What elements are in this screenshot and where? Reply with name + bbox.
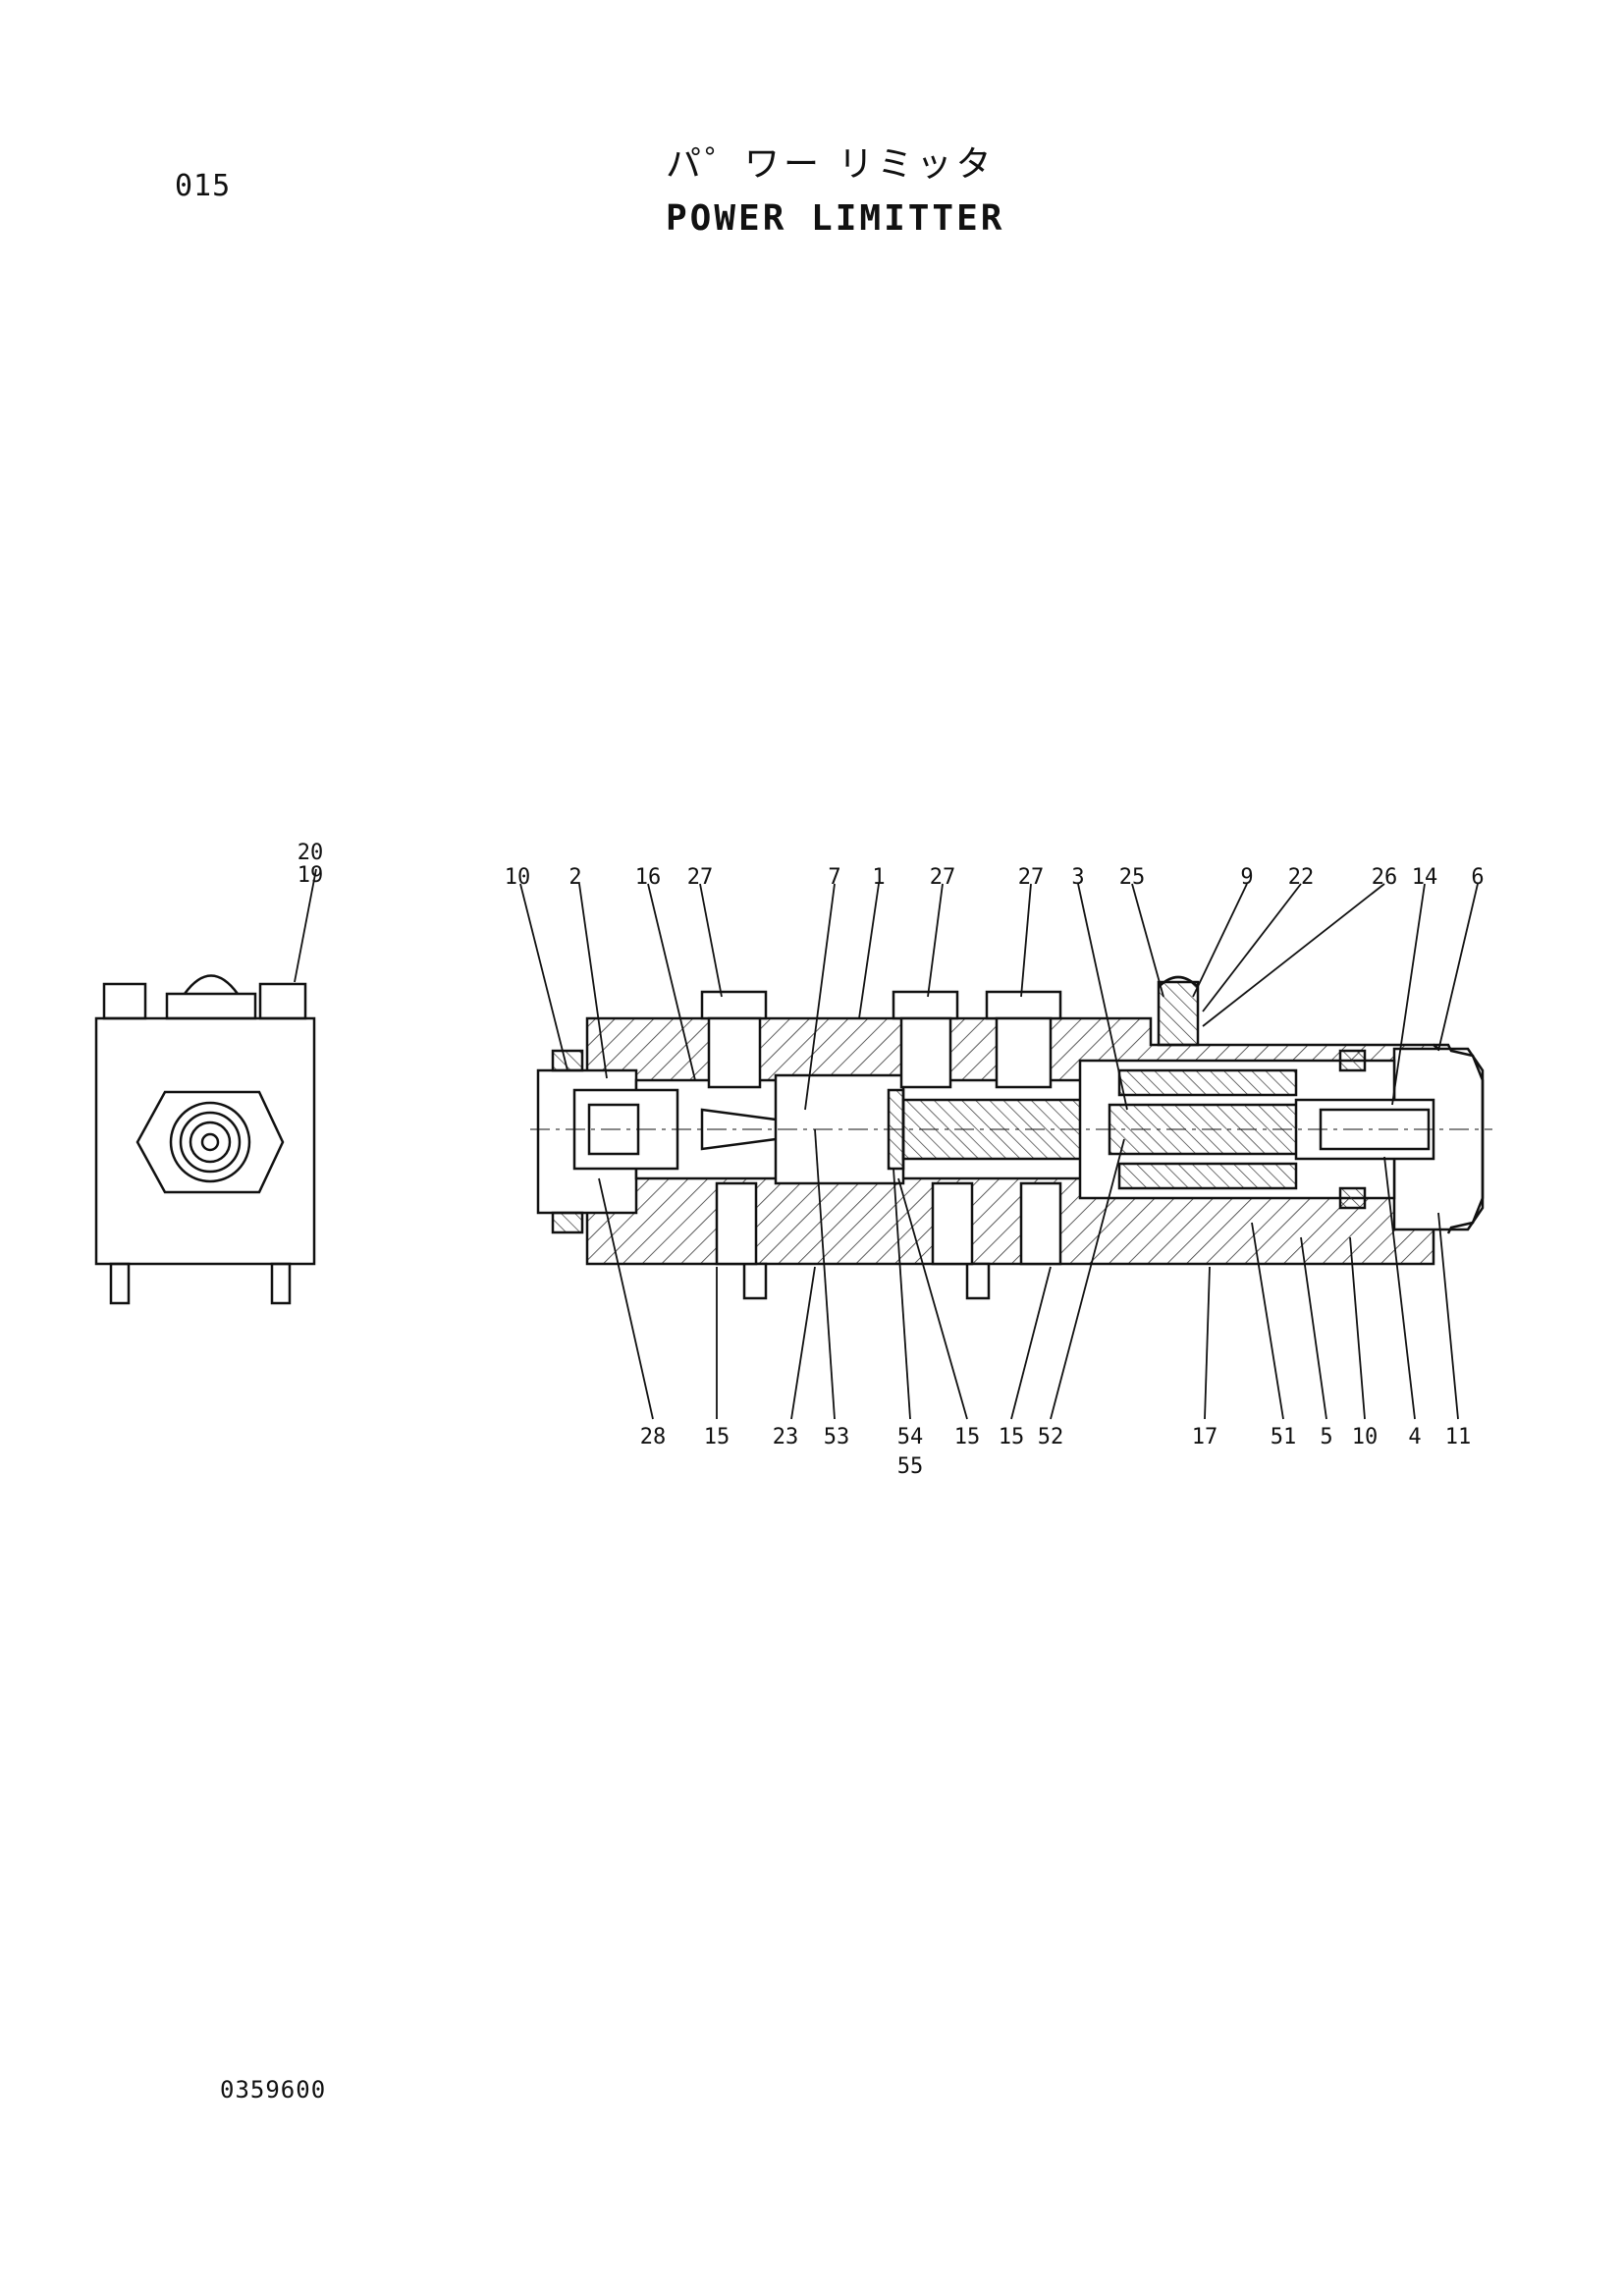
callout-10-top: 10 xyxy=(505,865,531,890)
side-view-pin-left xyxy=(109,1262,131,1305)
leader-lines xyxy=(294,868,1479,1420)
plug-25 xyxy=(1157,980,1200,1047)
side-view-dome xyxy=(183,974,240,995)
callout-52: 52 xyxy=(1038,1425,1064,1449)
plug-center xyxy=(200,1132,220,1152)
callout-25: 25 xyxy=(1119,865,1146,890)
page-title: POWER LIMITTER xyxy=(666,198,1005,239)
cylinder-top xyxy=(1117,1068,1298,1097)
end-cap-outer xyxy=(1434,1043,1485,1234)
callout-23: 23 xyxy=(773,1425,799,1449)
callout-54: 54 xyxy=(897,1425,924,1449)
hex-nut xyxy=(135,1090,285,1194)
retainer-top xyxy=(1338,1049,1367,1072)
callout-27-b: 27 xyxy=(930,865,956,890)
side-view-port-right xyxy=(258,982,307,1020)
cylinder-bottom xyxy=(1117,1162,1298,1190)
plug-outer xyxy=(169,1101,251,1183)
callout-6: 6 xyxy=(1471,865,1484,890)
port-27-c xyxy=(985,990,1062,1020)
left-nut-bottom xyxy=(551,1211,584,1234)
side-view xyxy=(94,974,316,1305)
callout-27-a: 27 xyxy=(687,865,714,890)
callout-15-a: 15 xyxy=(704,1425,730,1449)
callout-labels: 20 19 10 2 16 27 7 1 27 27 3 25 9 22 26 … xyxy=(298,841,1485,1479)
bottom-pin-right xyxy=(965,1262,991,1300)
callout-14: 14 xyxy=(1412,865,1438,890)
callout-15-b: 15 xyxy=(954,1425,981,1449)
callout-2: 2 xyxy=(568,865,581,890)
end-cap xyxy=(1392,1047,1485,1231)
page-number: 015 xyxy=(175,169,232,203)
retainer-bottom xyxy=(1338,1186,1367,1210)
callout-51: 51 xyxy=(1271,1425,1297,1449)
callout-16: 16 xyxy=(635,865,662,890)
callout-17: 17 xyxy=(1192,1425,1218,1449)
callout-1: 1 xyxy=(872,865,885,890)
side-view-port-center xyxy=(165,992,257,1020)
callout-28: 28 xyxy=(640,1425,667,1449)
callout-10-bottom: 10 xyxy=(1352,1425,1379,1449)
callout-26: 26 xyxy=(1372,865,1398,890)
drawing-number: 0359600 xyxy=(220,2076,327,2104)
port-27-b xyxy=(892,990,959,1020)
side-view-port-left xyxy=(102,982,147,1020)
callout-27-c: 27 xyxy=(1018,865,1045,890)
callout-3: 3 xyxy=(1071,865,1084,890)
bottom-pin-left xyxy=(742,1262,768,1300)
side-view-pin-right xyxy=(270,1262,292,1305)
section-view xyxy=(530,975,1492,1300)
callout-53: 53 xyxy=(824,1425,850,1449)
callout-11: 11 xyxy=(1445,1425,1472,1449)
page-title-japanese: パ゜ワー リミッタ xyxy=(666,144,996,185)
callout-7: 7 xyxy=(828,865,840,890)
callout-5: 5 xyxy=(1320,1425,1332,1449)
callout-4: 4 xyxy=(1408,1425,1421,1449)
callout-19: 19 xyxy=(298,863,324,888)
callout-9: 9 xyxy=(1240,865,1253,890)
callout-55: 55 xyxy=(897,1454,924,1479)
port-27-a xyxy=(700,990,768,1020)
callout-20: 20 xyxy=(298,841,324,865)
callout-15-c: 15 xyxy=(999,1425,1025,1449)
callout-22: 22 xyxy=(1288,865,1315,890)
